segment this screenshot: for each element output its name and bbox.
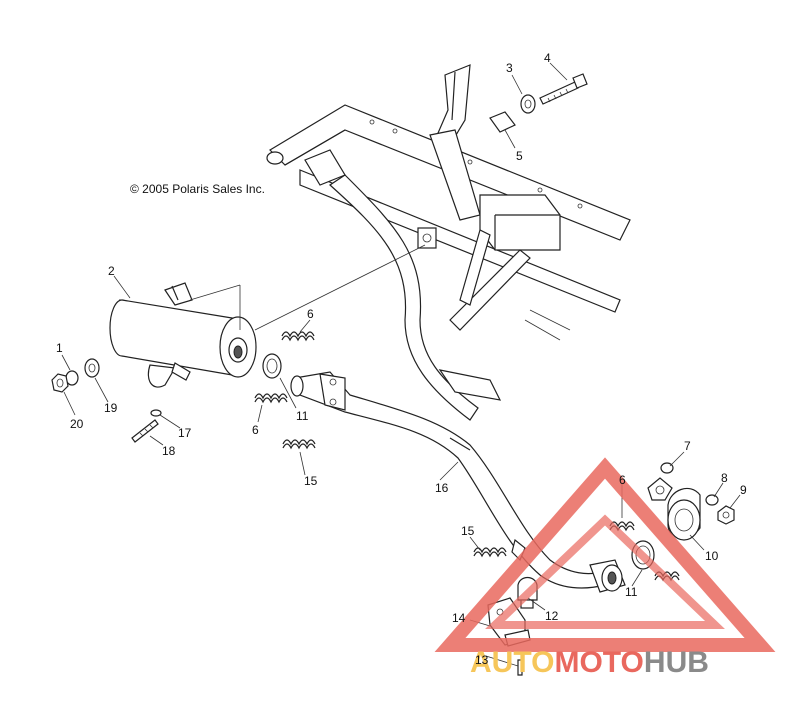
callout-6-lower: 6 — [252, 423, 259, 437]
callout-5: 5 — [516, 149, 523, 163]
pipe-flange — [589, 559, 626, 593]
callout-9: 9 — [740, 483, 747, 497]
watermark-text: AUTOMOTOHUB — [470, 646, 709, 679]
callout-2: 2 — [108, 264, 115, 278]
spring-15-right — [473, 547, 507, 558]
callout-12: 12 — [545, 609, 559, 623]
callout-1: 1 — [56, 341, 63, 355]
callout-15-right: 15 — [461, 524, 475, 538]
callout-13: 13 — [475, 653, 489, 667]
spring-lower-left — [254, 393, 288, 404]
callout-15-left: 15 — [304, 474, 318, 488]
callout-10: 10 — [705, 549, 719, 563]
callout-20: 20 — [70, 417, 84, 431]
head-pipe — [290, 371, 606, 589]
exhaust-port-parts — [647, 462, 735, 541]
callout-labels: 1 2 3 4 5 6 6 6 7 8 9 10 11 11 12 13 14 … — [56, 51, 747, 667]
callout-11-left: 11 — [296, 409, 309, 423]
muffler — [109, 244, 426, 388]
nut-washer-set — [51, 358, 100, 393]
callout-17: 17 — [178, 426, 192, 440]
spring-15-left — [282, 439, 316, 450]
callout-6-upper: 6 — [307, 307, 314, 321]
callout-3: 3 — [506, 61, 513, 75]
callout-6-right: 6 — [619, 473, 626, 487]
callout-7: 7 — [684, 439, 691, 453]
callout-18: 18 — [162, 444, 176, 458]
bolt-18 — [131, 409, 162, 443]
callout-11-right: 11 — [625, 585, 638, 599]
callout-4: 4 — [544, 51, 551, 65]
spring-upper — [281, 331, 315, 342]
gasket-left — [262, 353, 282, 379]
callout-14: 14 — [452, 611, 466, 625]
callout-16: 16 — [435, 481, 449, 495]
callout-19: 19 — [104, 401, 118, 415]
callout-8: 8 — [721, 471, 728, 485]
mount-hardware — [489, 73, 588, 133]
copyright-text: © 2005 Polaris Sales Inc. — [130, 182, 265, 196]
frame-assembly — [266, 64, 631, 421]
leader-lines — [61, 62, 741, 667]
watermark-logo: AUTOMOTOHUB — [434, 457, 776, 679]
